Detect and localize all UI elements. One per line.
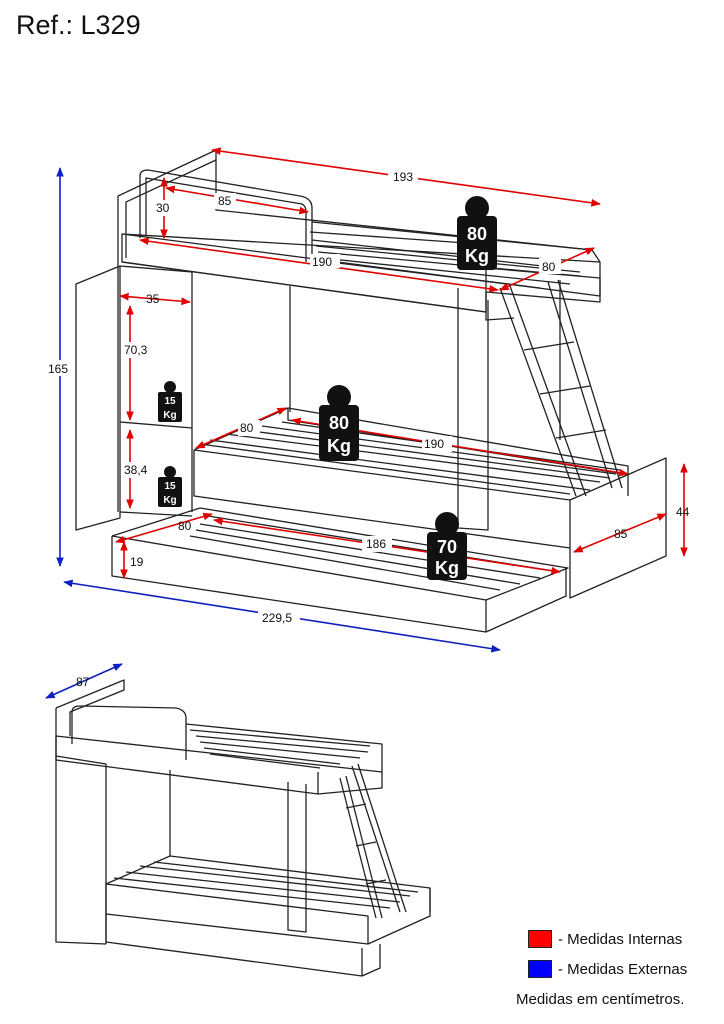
dim-bed-width-mid-label: 80 — [240, 421, 254, 435]
dim-headboard-label: 85 — [218, 194, 232, 208]
weight-tag-shelf-upper: 15 Kg — [158, 381, 182, 422]
dim-depth-mid-line — [573, 513, 667, 553]
svg-text:Kg: Kg — [435, 558, 459, 578]
dim-shelf-width-label: 35 — [146, 292, 160, 306]
dim-total-height-label: 165 — [48, 362, 68, 376]
dim-depth-total-label: 87 — [76, 675, 90, 689]
weight-tag-mid: 80 Kg — [319, 385, 359, 461]
dim-mid-height-label: 44 — [676, 505, 690, 519]
dimension-lines — [56, 147, 688, 653]
legend-external-swatch — [528, 960, 552, 978]
legend-external: - Medidas Externas — [528, 960, 687, 978]
legend-internal-swatch — [528, 930, 552, 948]
legend-internal-label: - Medidas Internas — [558, 930, 683, 948]
dim-trundle-width-label: 80 — [178, 519, 192, 533]
svg-text:80: 80 — [467, 224, 487, 244]
legend-note: Medidas em centímetros. — [516, 991, 685, 1008]
dim-bed-length-mid-label: 190 — [424, 437, 444, 451]
svg-text:80: 80 — [329, 413, 349, 433]
dim-width-top-label: 193 — [393, 170, 413, 184]
weight-tag-shelf-lower: 15 Kg — [158, 466, 182, 507]
dimension-labels: 193 85 30 190 80 35 70,3 38,4 165 80 190… — [46, 168, 690, 626]
weight-tag-top: 80 Kg — [457, 196, 497, 270]
dim-trundle-length-label: 186 — [366, 537, 386, 551]
dim-shelf-lower-label: 38,4 — [124, 463, 148, 477]
weight-tag-trundle: 70 Kg — [427, 512, 467, 580]
dim-headboard-height-label: 30 — [156, 201, 170, 215]
svg-text:Kg: Kg — [327, 436, 351, 456]
dim-depth-mid-label: 85 — [614, 527, 628, 541]
dim-total-length-label: 229,5 — [262, 611, 292, 625]
dim-shelf-width-line — [119, 292, 191, 306]
dim-headboard-line — [165, 185, 309, 215]
dim-shelf-upper-label: 70,3 — [124, 343, 148, 357]
dim-depth-total-line — [45, 663, 123, 699]
svg-text:Kg: Kg — [163, 410, 176, 421]
svg-text:70: 70 — [437, 537, 457, 557]
secondary-bed-drawing — [55, 679, 431, 977]
dim-bed-length-top-label: 190 — [312, 255, 332, 269]
reference-title: Ref.: L329 — [16, 10, 141, 40]
svg-text:Kg: Kg — [163, 495, 176, 506]
dim-trundle-height-label: 19 — [130, 555, 144, 569]
legend-internal: - Medidas Internas — [528, 930, 682, 948]
svg-text:15: 15 — [164, 481, 176, 492]
legend-external-label: - Medidas Externas — [558, 960, 688, 978]
svg-text:Kg: Kg — [465, 246, 489, 266]
dim-trundle-width-line — [115, 512, 213, 544]
dim-bed-width-top-label: 80 — [542, 260, 556, 274]
svg-text:15: 15 — [164, 396, 176, 407]
